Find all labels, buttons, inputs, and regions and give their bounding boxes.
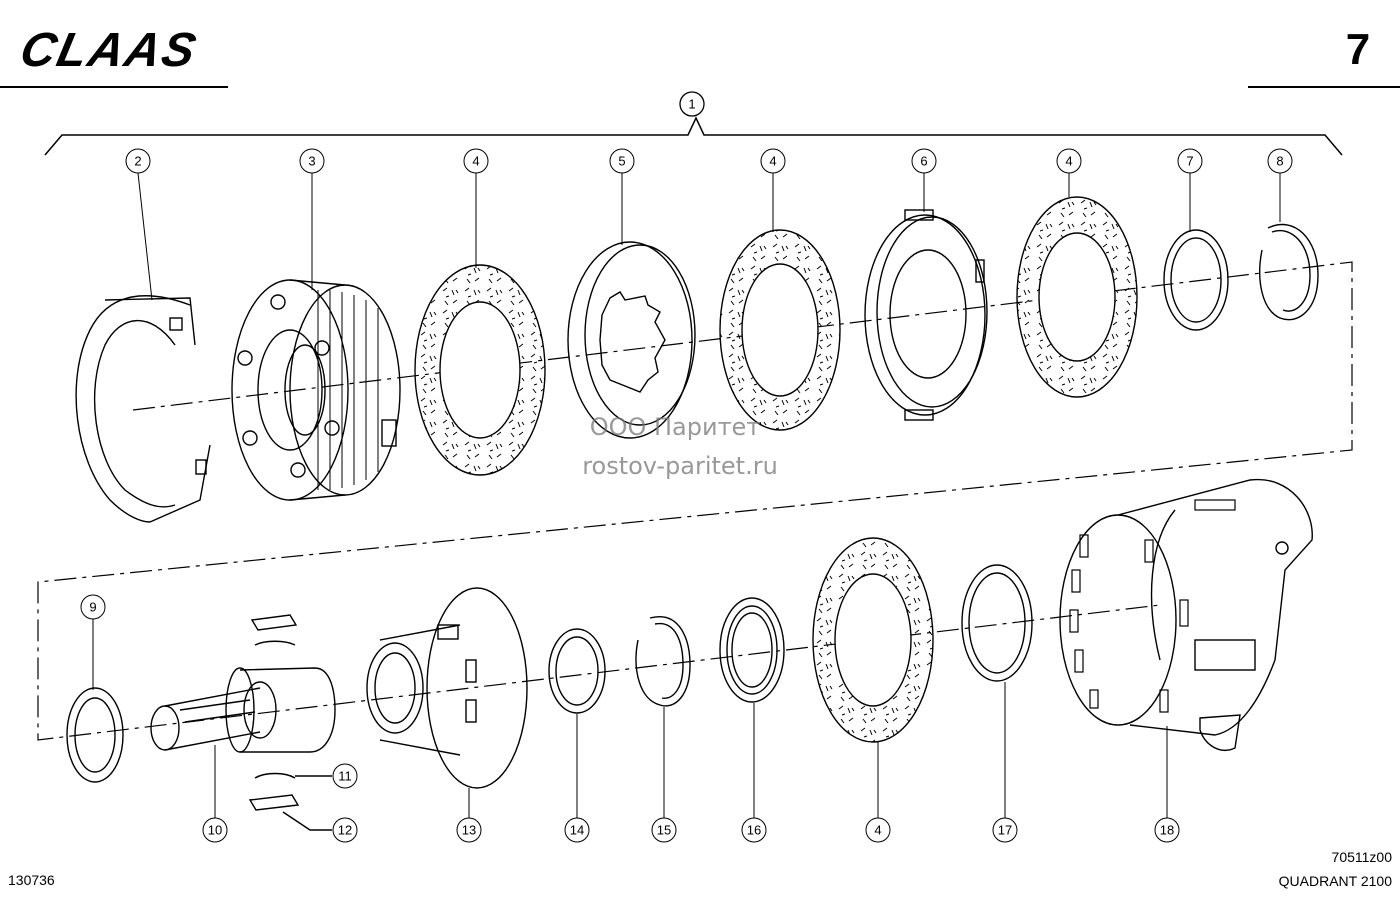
callout-7-label: 7 <box>1186 154 1193 169</box>
callout-9: 9 <box>80 594 106 690</box>
callout-4c: 4 <box>1056 148 1082 197</box>
callout-16: 16 <box>741 703 767 843</box>
footer-reference-code: 70511z00 <box>1332 849 1393 865</box>
callout-3-label: 3 <box>308 154 315 169</box>
part-15-snap-ring <box>635 616 691 707</box>
callout-14: 14 <box>564 714 590 843</box>
callout-4d: 4 <box>865 742 891 843</box>
part-14-washer <box>548 628 606 714</box>
part-4-friction-disc-b <box>719 229 841 431</box>
callout-18: 18 <box>1154 726 1180 843</box>
callout-12: 12 <box>332 817 358 843</box>
part-16-seal <box>719 597 785 703</box>
callout-9-label: 9 <box>89 600 96 615</box>
part-7-ring <box>1163 229 1229 331</box>
watermark-line-2: rostov-paritet.ru <box>582 452 778 480</box>
callout-14-label: 14 <box>570 823 584 838</box>
callout-7: 7 <box>1177 148 1203 232</box>
callout-13: 13 <box>456 788 482 843</box>
callout-3: 3 <box>299 148 325 290</box>
callout-15-label: 15 <box>657 823 671 838</box>
callout-2-label: 2 <box>134 154 141 169</box>
callout-10: 10 <box>202 745 228 843</box>
callout-1-label: 1 <box>688 97 695 112</box>
callout-15: 15 <box>651 707 677 843</box>
part-6-steel-plate <box>864 209 988 421</box>
part-17-ring <box>961 564 1033 682</box>
callouts: 2 3 4 5 4 6 4 <box>80 148 1293 843</box>
part-4-friction-disc-a <box>414 264 546 476</box>
part-8-snap-ring <box>1259 223 1319 321</box>
callout-6: 6 <box>911 148 937 212</box>
part-2-band <box>75 295 211 523</box>
group-bracket <box>44 116 1343 156</box>
callout-6-label: 6 <box>920 154 927 169</box>
part-18-housing <box>1059 478 1313 751</box>
callout-13-label: 13 <box>462 823 476 838</box>
watermark-line-1: ООО Паритет <box>590 413 761 441</box>
brand-logo-text: CLAAS <box>16 23 203 76</box>
callout-5: 5 <box>609 148 635 245</box>
footer-drawing-number: 130736 <box>8 872 55 888</box>
callout-2: 2 <box>125 148 153 301</box>
callout-17: 17 <box>992 682 1018 843</box>
part-12-key <box>248 794 332 831</box>
page-number: 7 <box>1346 25 1370 74</box>
footer-model-name: QUADRANT 2100 <box>1279 873 1393 889</box>
part-5-steel-plate <box>567 241 696 439</box>
callout-4b: 4 <box>760 148 786 232</box>
callout-8-label: 8 <box>1276 154 1283 169</box>
assembly-axis <box>37 261 1353 741</box>
callout-11: 11 <box>332 763 358 789</box>
part-3-clutch-pack <box>231 279 401 501</box>
part-13-carrier <box>366 587 528 789</box>
part-4-friction-disc-d <box>812 537 934 743</box>
callout-1: 1 <box>679 91 705 117</box>
callout-10-label: 10 <box>208 823 222 838</box>
callout-8: 8 <box>1267 148 1293 222</box>
callout-4a-label: 4 <box>472 154 479 169</box>
callout-17-label: 17 <box>998 823 1012 838</box>
callout-4c-label: 4 <box>1065 154 1072 169</box>
callout-18-label: 18 <box>1160 823 1174 838</box>
callout-11-label: 11 <box>338 769 352 784</box>
callout-5-label: 5 <box>618 154 625 169</box>
callout-4d-label: 4 <box>874 823 881 838</box>
claas-logo: CLAAS <box>16 23 203 76</box>
callout-16-label: 16 <box>747 823 761 838</box>
part-10-splined-hub <box>150 667 336 753</box>
callout-12-label: 12 <box>338 823 352 838</box>
part-11-keys <box>250 614 332 779</box>
part-9-washer <box>66 687 124 783</box>
callout-4a: 4 <box>463 148 489 268</box>
part-4-friction-disc-c <box>1016 196 1138 398</box>
callout-4b-label: 4 <box>769 154 776 169</box>
